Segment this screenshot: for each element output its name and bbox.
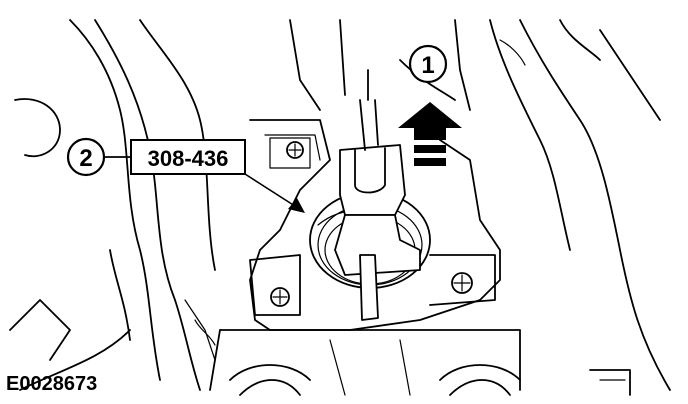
- pull-up-arrow: [398, 102, 462, 166]
- figure-id: E0028673: [6, 373, 97, 395]
- tool-number: 308-436: [148, 146, 229, 171]
- callout-1: 1: [408, 44, 448, 84]
- tool-label-box: [130, 139, 246, 175]
- callout-2: 2 308-436: [66, 137, 305, 213]
- shifter-housing-artwork: [9, 19, 671, 396]
- callout-1-number: 1: [421, 52, 434, 79]
- callout-2-number: 2: [79, 145, 92, 172]
